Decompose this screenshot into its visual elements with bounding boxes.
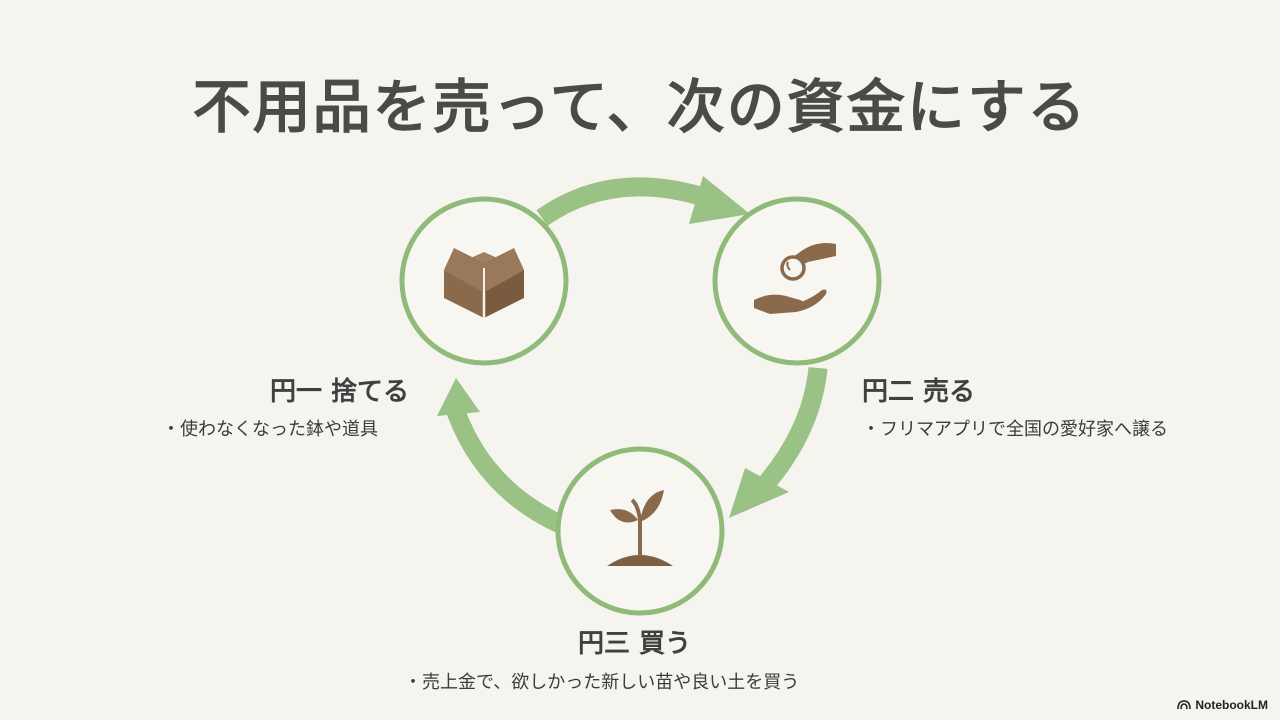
arrowhead-sell	[689, 176, 750, 224]
brand-label: NotebookLM	[1195, 698, 1268, 712]
hand-coin-icon	[754, 243, 836, 314]
slide-title: 不用品を売って、次の資金にする	[192, 73, 1088, 141]
notebooklm-logo-icon	[1177, 700, 1192, 710]
step-circle-sell	[712, 196, 882, 366]
cycle-arrowheads	[437, 176, 789, 518]
cycle-arrows	[447, 177, 828, 534]
step-1-description: 使わなくなった鉢や道具	[162, 415, 378, 441]
sprout-icon	[607, 490, 673, 566]
step-3-title: 円三 買う	[578, 629, 692, 659]
arrowhead-discard	[437, 378, 480, 416]
arrow-sell-to-buy	[757, 366, 828, 492]
step-1-title: 円一 捨てる	[270, 377, 410, 407]
arrowhead-buy	[729, 468, 789, 518]
box-icon	[444, 248, 524, 318]
notebooklm-brand: NotebookLM	[1177, 698, 1268, 712]
step-2-title: 円二 売る	[862, 377, 976, 407]
step-3-description: 売上金で、欲しかった新しい苗や良い土を買う	[404, 668, 799, 694]
step-2-description: フリマアプリで全国の愛好家へ譲る	[862, 415, 1168, 441]
arrow-buy-to-discard	[447, 408, 567, 534]
arrow-discard-to-sell	[536, 177, 703, 226]
